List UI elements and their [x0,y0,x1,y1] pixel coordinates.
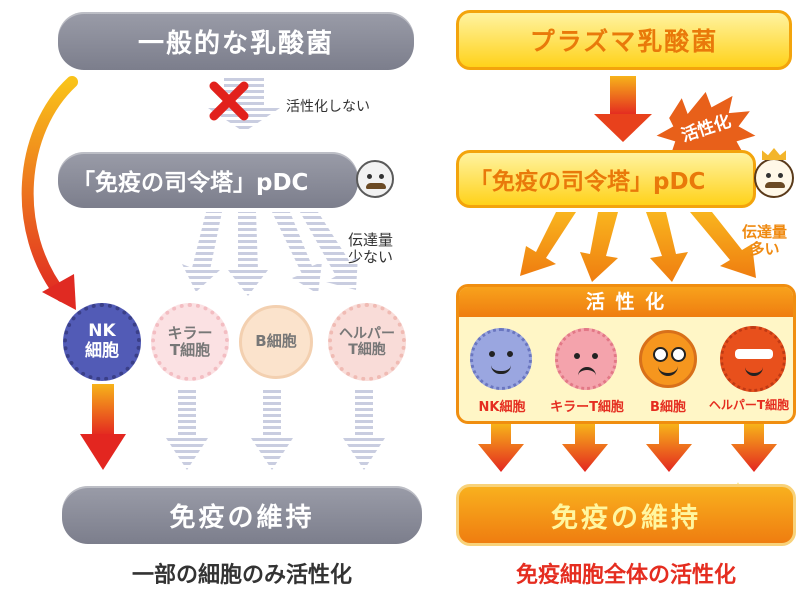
right-branch-arrows [520,212,756,282]
right-transmission-label: 伝達量 多い [742,223,788,259]
right-caption: 免疫細胞全体の活性化 [515,563,736,588]
right-pdc-box: 「免疫の司令塔」pDC [456,150,756,208]
right-top-box: プラズマ乳酸菌 [456,10,792,70]
left-b-cell: B細胞 [239,305,313,379]
right-b-label: B細胞 [650,400,686,415]
left-bottom-box: 免疫の維持 [62,486,422,544]
left-striped-down-arrows [166,388,385,470]
b-cell-face-icon [639,330,697,388]
pdc-face-icon [356,160,394,198]
left-curved-arrow [21,76,78,310]
left-caption: 一部の細胞のみ活性化 [131,563,352,588]
killer-t-cell-face-icon [555,328,617,390]
left-striped-branch-arrows [182,212,358,296]
left-nk-arrow [80,384,126,470]
right-helper-t-label: ヘルパーT細胞 [708,398,790,412]
no-activation-label: 活性化しない [286,99,370,115]
left-pdc-box: 「免疫の司令塔」pDC [58,152,358,208]
right-killer-t-label: キラーT細胞 [550,400,624,415]
left-top-striped-arrow [208,78,280,132]
pdc-crowned-face-icon [754,158,794,198]
activation-panel-title: 活 性 化 [459,287,793,317]
right-nk-label: NK細胞 [478,400,526,415]
left-top-box: 一般的な乳酸菌 [58,12,414,70]
nk-cell-face-icon [470,328,532,390]
right-top-arrow [594,76,652,142]
helper-t-cell-face-icon [720,326,786,392]
no-activation-x-icon [209,81,249,121]
right-bottom-box: 免疫の維持 [456,484,796,546]
left-transmission-label: 伝達量 少ない [348,231,394,267]
right-down-arrows [478,424,777,472]
